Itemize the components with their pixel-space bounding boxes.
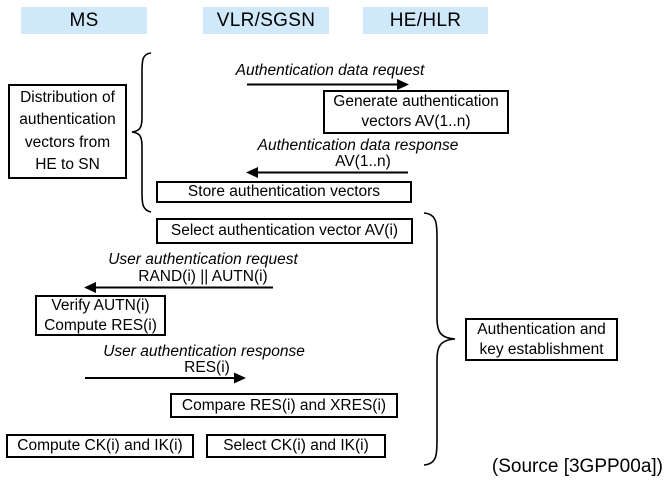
user-auth-request-sublabel: RAND(i) || AUTN(i) bbox=[138, 268, 268, 285]
user-auth-response-label: User authentication response bbox=[103, 343, 305, 360]
user-auth-response-sublabel: RES(i) bbox=[184, 359, 230, 376]
actor-ms: MS bbox=[21, 7, 147, 34]
source-citation: (Source [3GPP00a]) bbox=[491, 456, 663, 477]
store-vectors-box: Store authentication vectors bbox=[156, 181, 412, 203]
verify-compute-box: Verify AUTN(i) Compute RES(i) bbox=[35, 295, 166, 336]
actor-vlr-sgsn: VLR/SGSN bbox=[203, 7, 329, 34]
compute-keys-box: Compute CK(i) and IK(i) bbox=[6, 434, 194, 458]
user-auth-request-label: User authentication request bbox=[108, 251, 298, 268]
distribution-box: Distribution of authentication vectors f… bbox=[8, 84, 127, 179]
select-vector-box: Select authentication vector AV(i) bbox=[156, 218, 413, 244]
auth-data-request-label: Authentication data request bbox=[235, 62, 425, 79]
generate-vectors-box: Generate authentication vectors AV(1..n) bbox=[323, 90, 509, 134]
compare-res-box: Compare RES(i) and XRES(i) bbox=[170, 393, 398, 418]
auth-data-request-arrow bbox=[247, 79, 409, 90]
auth-data-response-sublabel: AV(1..n) bbox=[335, 153, 391, 170]
distribution-phase-brace bbox=[131, 52, 152, 213]
actor-he-hlr: HE/HLR bbox=[363, 7, 488, 34]
auth-key-establishment-box: Authentication and key establishment bbox=[465, 318, 618, 361]
select-keys-box: Select CK(i) and IK(i) bbox=[206, 434, 386, 458]
auth-data-response-label: Authentication data response bbox=[257, 137, 459, 154]
auth-key-phase-brace bbox=[423, 212, 456, 466]
